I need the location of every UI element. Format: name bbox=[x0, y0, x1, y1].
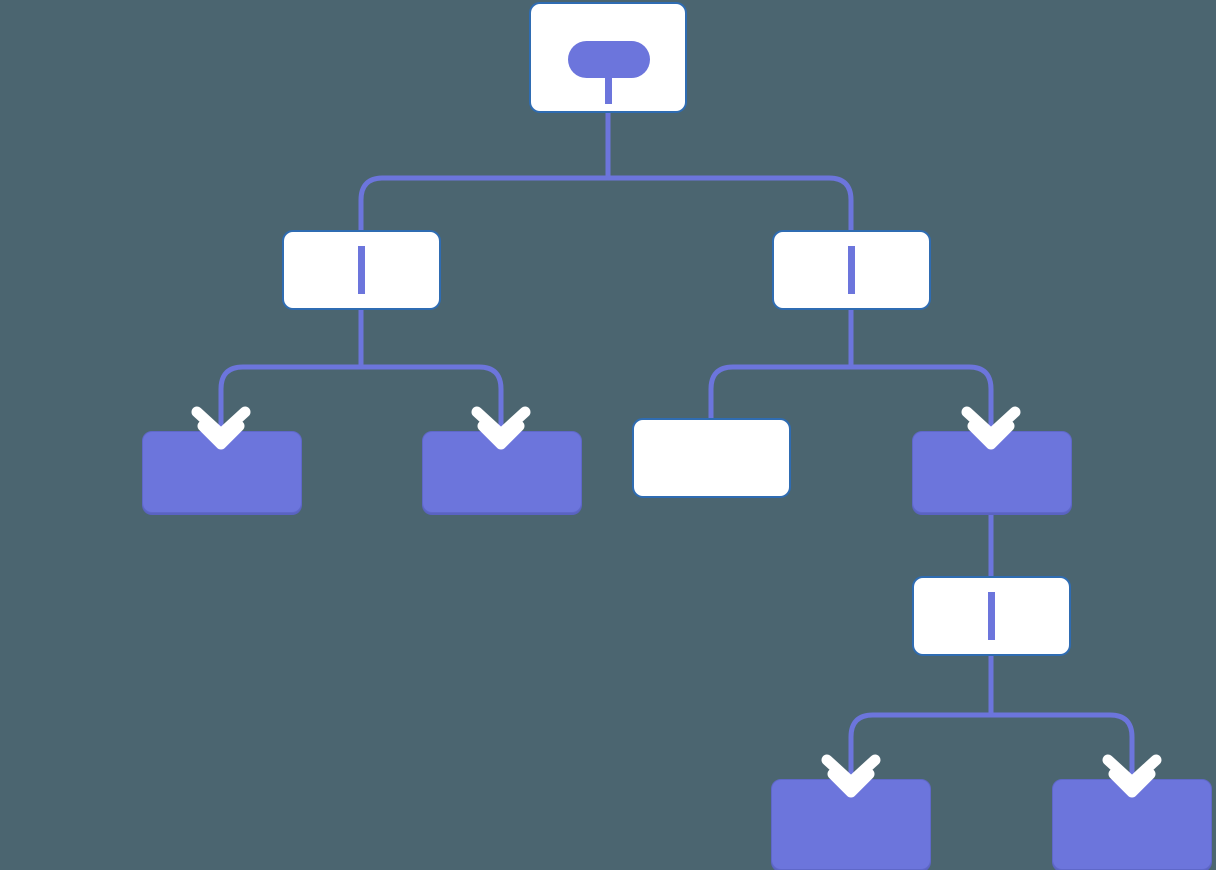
tree-node-n2[interactable] bbox=[772, 230, 931, 310]
connector-n1-n4 bbox=[358, 310, 504, 432]
edges-group bbox=[218, 113, 1135, 780]
connector-n1-n3 bbox=[218, 310, 364, 432]
double-chevron-down-icon bbox=[961, 406, 1021, 450]
double-chevron-down-icon bbox=[1102, 754, 1162, 798]
node-inner-stem-n0 bbox=[605, 78, 612, 104]
connector-n0-n2 bbox=[605, 113, 854, 230]
node-inner-stem-n1 bbox=[358, 246, 365, 294]
double-chevron-down-icon bbox=[821, 754, 881, 798]
double-chevron-down-icon bbox=[471, 406, 531, 450]
connector-n7-n8 bbox=[848, 656, 994, 780]
node-pill-badge-n0 bbox=[568, 41, 650, 78]
node-inner-stem-n2 bbox=[848, 246, 855, 294]
tree-node-n5[interactable] bbox=[632, 418, 791, 498]
node-inner-stem-n7 bbox=[988, 592, 995, 640]
connector-n7-n9 bbox=[988, 656, 1135, 780]
double-chevron-down-icon bbox=[191, 406, 251, 450]
connector-n2-n5 bbox=[708, 310, 854, 418]
connector-n2-n6 bbox=[848, 310, 994, 432]
